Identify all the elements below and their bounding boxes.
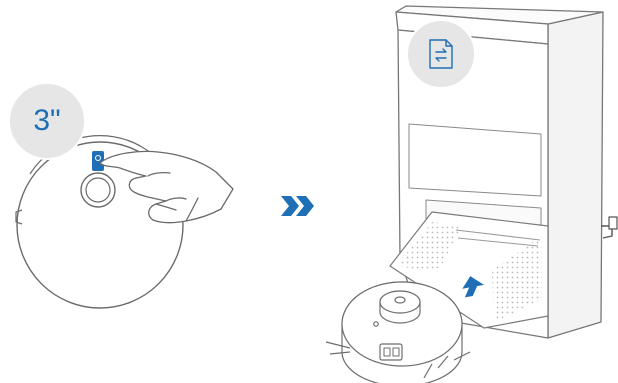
robot-docking [326,282,470,383]
double-chevron-right-icon [281,196,314,216]
hold-time-callout [9,83,85,159]
dock-evacuate-callout [407,20,475,88]
